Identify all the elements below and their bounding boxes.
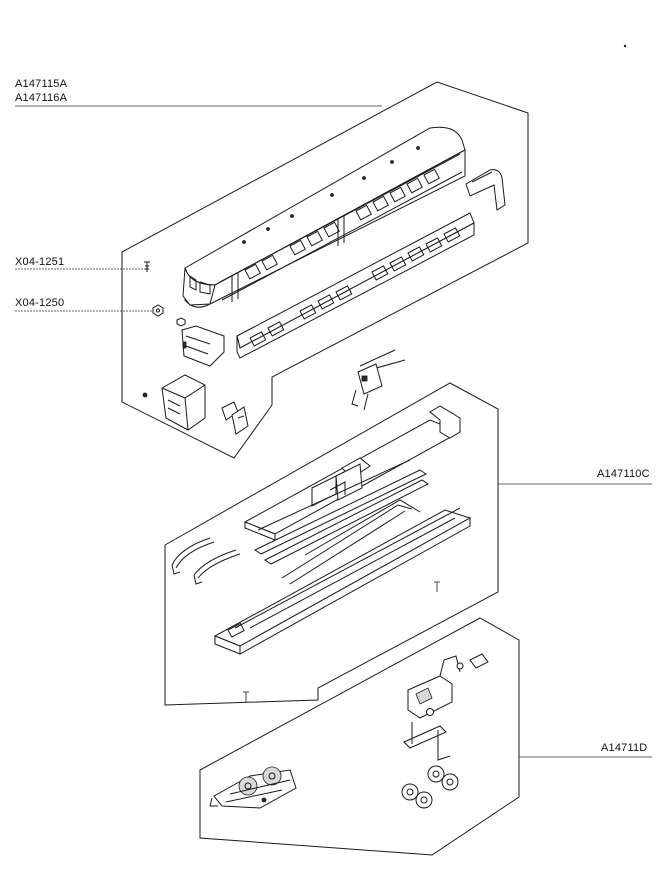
bracket-pieces — [221, 401, 249, 435]
body-group-code-2: A147116A — [15, 92, 68, 104]
motor-contact — [351, 349, 406, 411]
contact-springs — [171, 537, 241, 585]
bogie-frame-motor — [407, 653, 489, 719]
end-piece-rear — [465, 169, 506, 211]
cab-front-piece — [181, 325, 225, 367]
sheet-dot — [623, 44, 627, 48]
nut-part-code: X04-1250 — [15, 297, 65, 309]
bogie-group-outline — [199, 617, 520, 856]
screw-part-x04-1251 — [144, 261, 150, 272]
bogie-group-code: A14711D — [601, 742, 648, 754]
body-group-outline — [121, 81, 529, 459]
bogie-truck-assembly — [209, 766, 297, 809]
glazing-strip — [236, 212, 475, 359]
wheelset-left — [401, 783, 433, 809]
chassis-base-plate — [213, 507, 472, 655]
screw-part-code: X04-1251 — [15, 256, 65, 268]
chassis-group-code: A147110C — [597, 468, 650, 480]
wheelset-right — [427, 765, 459, 791]
chassis-screw — [243, 581, 440, 702]
headlight-unit — [142, 374, 206, 431]
bogie-contact-strip — [403, 722, 451, 761]
body-group-code-1: A147115A — [15, 78, 68, 90]
chassis-rails — [253, 459, 429, 585]
railcar-body-shell — [182, 126, 466, 308]
chassis-group-outline — [164, 382, 499, 706]
chassis-upper-plate — [243, 405, 462, 541]
nut-part-x04-1250 — [152, 304, 186, 327]
